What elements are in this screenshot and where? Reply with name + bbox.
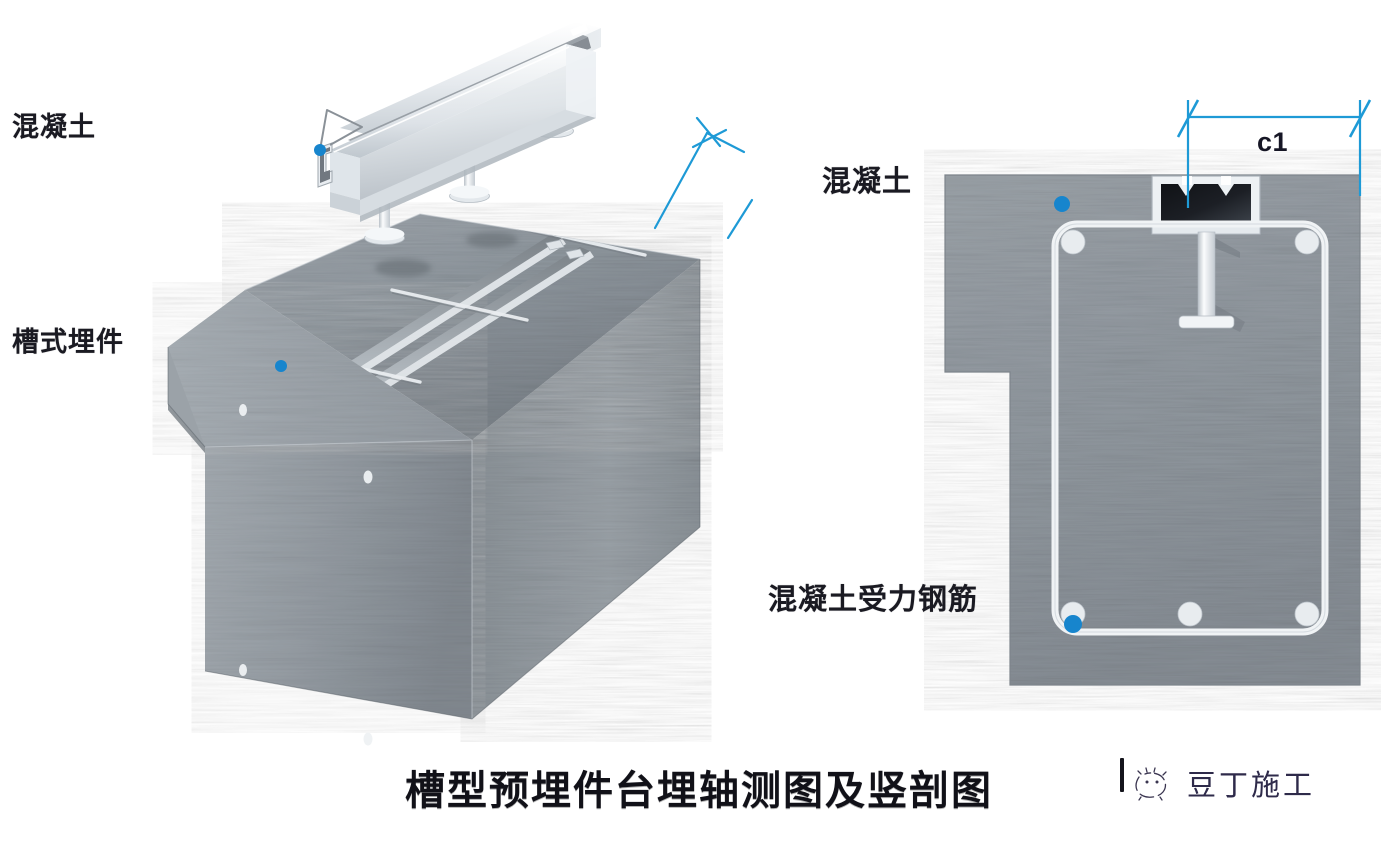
concrete-block: [167, 213, 701, 746]
section-anchor-stud: [1178, 231, 1245, 332]
isometric-view: [10, 22, 754, 746]
label-channel-embed: 槽式埋件: [12, 327, 124, 357]
stirrup-rebar: [1051, 220, 1329, 636]
wire-clip-icon: [319, 109, 363, 151]
rail-shadow: [375, 232, 518, 277]
leader-dot-rebar: [1064, 615, 1082, 633]
label-concrete-rebar: 混凝土受力钢筋: [768, 584, 979, 616]
watermark: 豆丁施工: [1130, 762, 1315, 804]
leader-dot-concrete: [314, 144, 326, 156]
channel-rail-assembly: [317, 22, 601, 277]
watermark-text: 豆丁施工: [1187, 770, 1316, 802]
channel-rail: [317, 22, 601, 222]
rebar-end-dots: [239, 404, 373, 746]
label-concrete-right: 混凝土: [822, 166, 913, 198]
top-face-details: [286, 222, 647, 397]
leader-dot-concrete-right: [1054, 196, 1070, 212]
block-ledge-front: [168, 347, 205, 447]
leader-lines-right: [770, 196, 1082, 633]
block-edge-highlights: [204, 213, 701, 719]
figure-title: 槽型预埋件台埋轴测图及竖剖图: [405, 769, 993, 813]
section-view: [770, 99, 1372, 686]
leader-lines-left: [10, 144, 326, 372]
block-ledge-underside: [168, 404, 205, 453]
label-concrete-left: 混凝土: [12, 112, 96, 142]
smiley-face-icon: [1135, 767, 1167, 801]
embedded-channel-slots: [330, 234, 594, 397]
block-face-front: [205, 440, 472, 719]
section-concrete-body: [945, 175, 1360, 685]
dimension-label-c1: c1: [1257, 127, 1289, 157]
iso-dimension-marks: [653, 116, 754, 240]
block-face-right: [472, 259, 700, 719]
watermark-divider: [1120, 758, 1124, 792]
leader-dot-channel: [275, 360, 287, 372]
dimension-c1: [1176, 99, 1372, 208]
